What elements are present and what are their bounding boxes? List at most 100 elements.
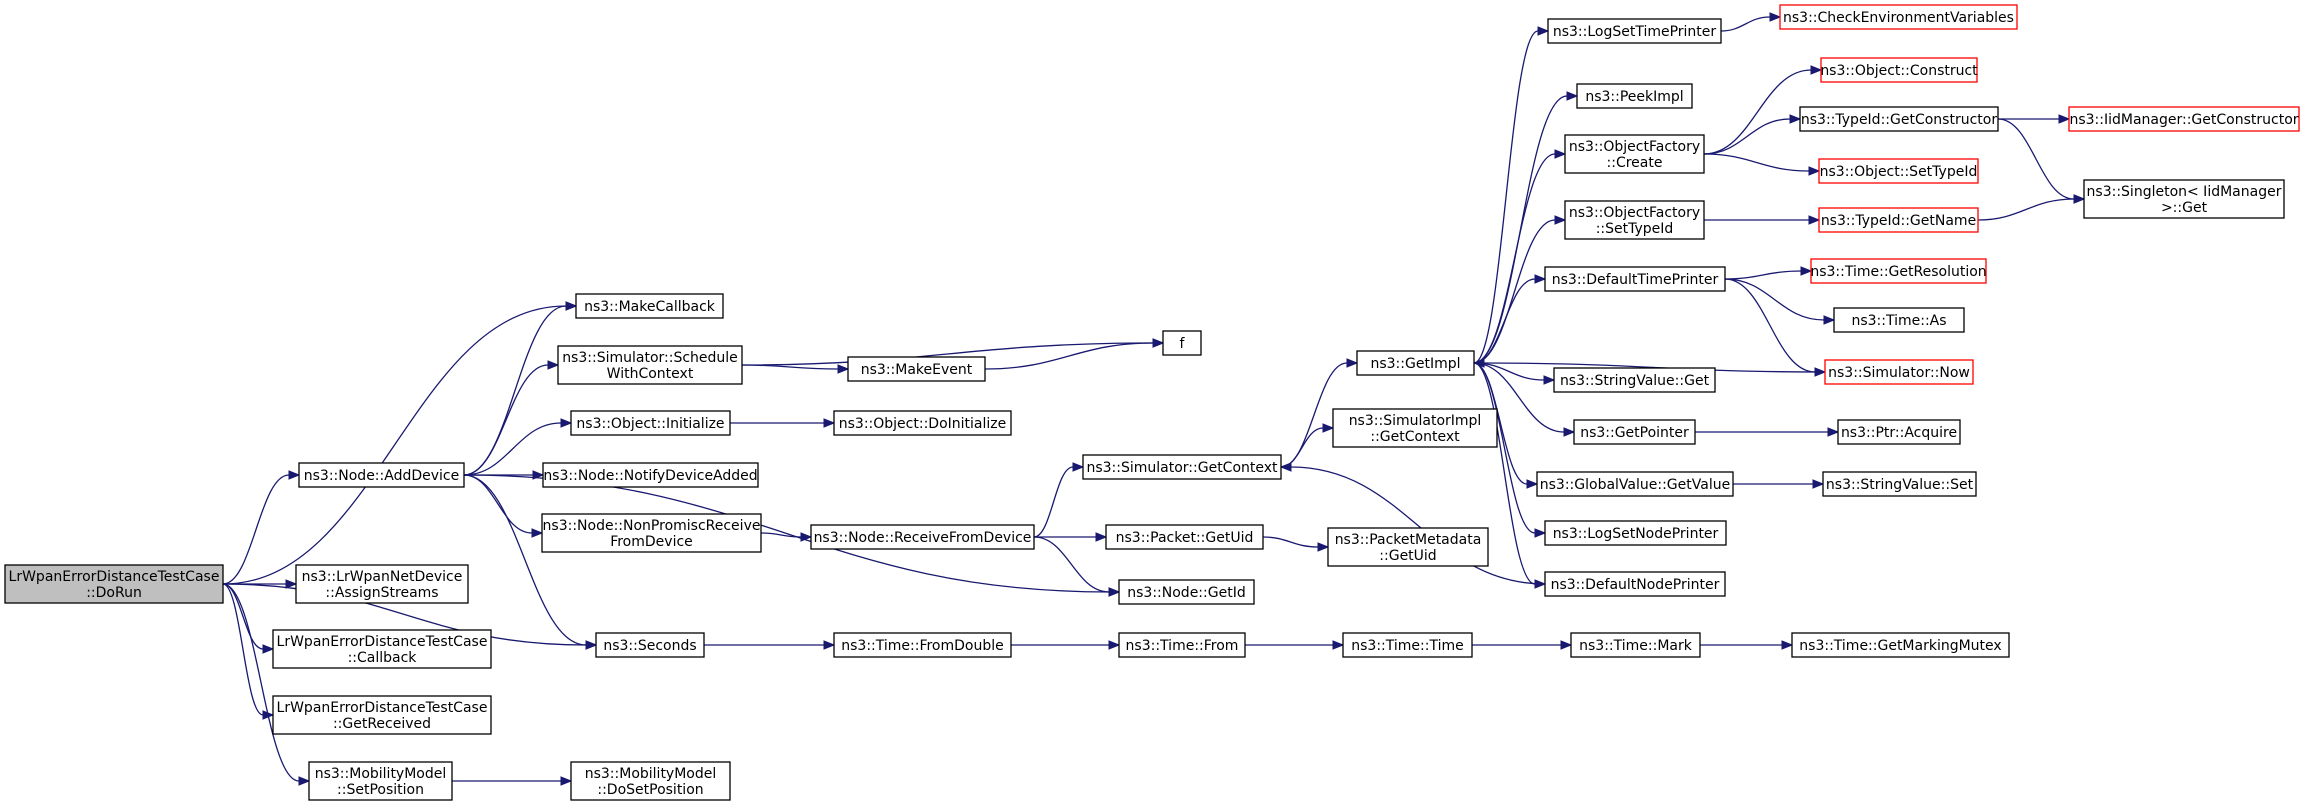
node-peekimpl[interactable]: ns3::PeekImpl [1576, 83, 1693, 109]
node-stringvalueset[interactable]: ns3::StringValue::Set [1822, 471, 1977, 497]
node-getresolution[interactable]: ns3::Time::GetResolution [1810, 258, 1987, 284]
arrowhead-icon [565, 301, 578, 311]
node-label: ::SetPosition [337, 782, 424, 798]
node-getreceived[interactable]: LrWpanErrorDistanceTestCase::GetReceived [272, 695, 492, 735]
node-getid[interactable]: ns3::Node::GetId [1118, 579, 1255, 605]
node-typeidgetname[interactable]: ns3::TypeId::GetName [1818, 207, 1979, 233]
node-typeidgetconstructor[interactable]: ns3::TypeId::GetConstructor [1799, 106, 1999, 132]
call-edge [1998, 114, 2071, 124]
call-edge [1011, 640, 1121, 650]
call-edge [222, 301, 578, 585]
node-defaultnodeprinter[interactable]: ns3::DefaultNodePrinter [1544, 571, 1726, 597]
node-packetgetuid[interactable]: ns3::Packet::GetUid [1105, 524, 1264, 550]
node-label: ns3::Simulator::GetContext [1086, 460, 1278, 476]
node-objfactorysettypeid[interactable]: ns3::ObjectFactory::SetTypeId [1564, 200, 1705, 240]
node-receivefromdevice[interactable]: ns3::Node::ReceiveFromDevice [810, 524, 1035, 550]
node-label: ns3::Simulator::Now [1828, 365, 1970, 381]
arrowhead-icon [1152, 338, 1165, 348]
node-label: ns3::Time::FromDouble [841, 638, 1004, 654]
node-label: ns3::GetPointer [1580, 425, 1689, 441]
node-getcontext[interactable]: ns3::Simulator::GetContext [1082, 454, 1282, 480]
node-box [1553, 367, 1716, 393]
node-label: ns3::TypeId::GetName [1821, 213, 1976, 229]
node-makecallback[interactable]: ns3::MakeCallback [575, 293, 724, 319]
node-label: ::SetTypeId [1596, 221, 1674, 237]
node-doinitialize[interactable]: ns3::Object::DoInitialize [833, 410, 1012, 436]
node-objfactorycreate[interactable]: ns3::ObjectFactory::Create [1564, 134, 1705, 174]
node-getimpl[interactable]: ns3::GetImpl [1356, 350, 1475, 376]
node-box [1547, 18, 1722, 44]
node-notifydeviceadded[interactable]: ns3::Node::NotifyDeviceAdded [542, 462, 759, 488]
node-seconds[interactable]: ns3::Seconds [595, 632, 705, 658]
node-pmgetuid[interactable]: ns3::PacketMetadata::GetUid [1327, 527, 1489, 567]
node-label: ns3::Time::Mark [1579, 638, 1693, 654]
node-dosetposition[interactable]: ns3::MobilityModel::DoSetPosition [570, 761, 731, 801]
node-logsetnodeprinter[interactable]: ns3::LogSetNodePrinter [1544, 520, 1727, 546]
node-singletonget[interactable]: ns3::Singleton< IidManager >::Get [2083, 179, 2285, 219]
node-objinitialize[interactable]: ns3::Object::Initialize [570, 410, 731, 436]
arrowhead-icon [1812, 479, 1825, 489]
node-objsettypeid[interactable]: ns3::Object::SetTypeId [1818, 158, 1979, 184]
edge-line [1473, 362, 1536, 585]
node-box [1327, 527, 1489, 567]
node-simnow[interactable]: ns3::Simulator::Now [1824, 359, 1974, 385]
node-box [298, 462, 465, 488]
node-timemark[interactable]: ns3::Time::Mark [1570, 632, 1701, 658]
arrowhead-icon [1554, 149, 1567, 159]
node-simimplgetcontext[interactable]: ns3::SimulatorImpl::GetContext [1332, 408, 1498, 448]
node-makeevent[interactable]: ns3::MakeEvent [847, 356, 986, 382]
edge-line [1703, 69, 1812, 155]
node-ptracquire[interactable]: ns3::Ptr::Acquire [1837, 419, 1961, 445]
node-callback[interactable]: LrWpanErrorDistanceTestCase::Callback [272, 629, 492, 669]
node-defaulttimeprinter[interactable]: ns3::DefaultTimePrinter [1544, 266, 1726, 292]
node-checkenv[interactable]: ns3::CheckEnvironmentVariables [1779, 4, 2018, 30]
node-box [1570, 632, 1701, 658]
call-edge [463, 474, 598, 650]
node-label: ns3::ObjectFactory [1569, 139, 1700, 155]
call-edge [1703, 153, 1821, 176]
node-label: ns3::GlobalValue::GetValue [1540, 477, 1730, 493]
node-label: ns3::Node::NonPromiscReceive [543, 518, 761, 534]
call-edge [1473, 26, 1550, 364]
node-box [1082, 454, 1282, 480]
arrowhead-icon [285, 579, 298, 589]
edge-line [463, 364, 549, 476]
edge-line [1724, 270, 1802, 280]
node-iidgetconstructor[interactable]: ns3::IidManager::GetConstructor [2068, 106, 2300, 132]
edge-line [222, 583, 587, 646]
edge-line [222, 305, 567, 585]
edge-line [1473, 30, 1539, 364]
node-timefrom[interactable]: ns3::Time::From [1118, 632, 1246, 658]
arrowhead-icon [1108, 587, 1121, 597]
node-box [1833, 307, 1965, 333]
call-edge [452, 776, 573, 786]
node-objconstruct[interactable]: ns3::Object::Construct [1820, 57, 1978, 83]
node-logsettimeprinter[interactable]: ns3::LogSetTimePrinter [1547, 18, 1722, 44]
node-getpointer[interactable]: ns3::GetPointer [1573, 419, 1696, 445]
node-fromdouble[interactable]: ns3::Time::FromDouble [833, 632, 1012, 658]
node-box [1544, 520, 1727, 546]
arrowhead-icon [837, 364, 850, 374]
node-dorun[interactable]: LrWpanErrorDistanceTestCase::DoRun [4, 564, 224, 604]
call-edge [704, 640, 836, 650]
edge-line [1473, 153, 1556, 364]
node-f[interactable]: f [1162, 330, 1202, 356]
node-timeas[interactable]: ns3::Time::As [1833, 307, 1965, 333]
node-timetime[interactable]: ns3::Time::Time [1342, 632, 1473, 658]
node-getmarkingmutex[interactable]: ns3::Time::GetMarkingMutex [1791, 632, 2010, 658]
node-setposition[interactable]: ns3::MobilityModel::SetPosition [308, 761, 453, 801]
arrowhead-icon [1095, 532, 1108, 542]
edge-line [222, 583, 264, 716]
node-label: ns3::Time::Time [1351, 638, 1463, 654]
node-stringvalueget[interactable]: ns3::StringValue::Get [1553, 367, 1716, 393]
node-box [1342, 632, 1473, 658]
node-adddevice[interactable]: ns3::Node::AddDevice [298, 462, 465, 488]
call-edge [1724, 278, 1827, 377]
node-label: ns3::StringValue::Set [1826, 477, 1974, 493]
node-box [833, 410, 1012, 436]
node-assignstreams[interactable]: ns3::LrWpanNetDevice::AssignStreams [295, 564, 469, 604]
node-box [575, 293, 724, 319]
node-globalvaluegetvalue[interactable]: ns3::GlobalValue::GetValue [1536, 471, 1734, 497]
